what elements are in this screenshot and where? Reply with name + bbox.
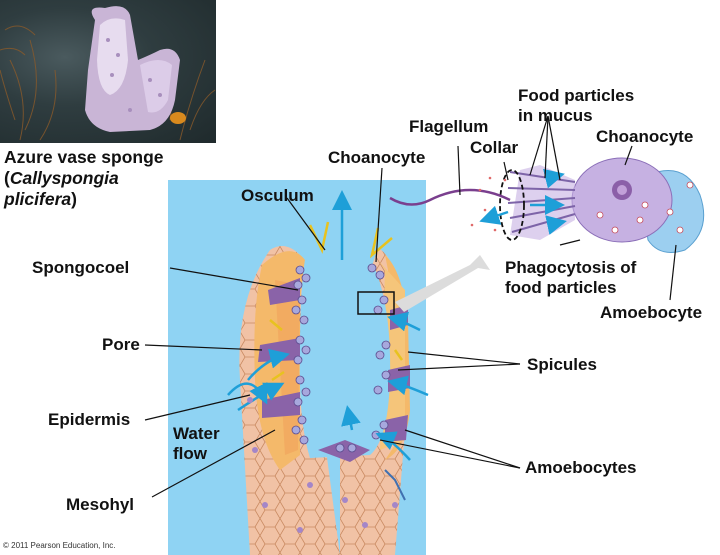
label-amoebocyte: Amoebocyte <box>600 303 703 322</box>
label-food-particles-2: in mucus <box>518 106 593 125</box>
label-collar: Collar <box>470 138 519 157</box>
photo-caption: Azure vase sponge (Callyspongia plicifer… <box>4 147 219 210</box>
label-amoebocytes: Amoebocytes <box>525 458 637 477</box>
inset-choanocyte <box>389 157 705 253</box>
label-phagocytosis-1: Phagocytosis of <box>505 258 637 277</box>
label-spicules: Spicules <box>527 355 597 374</box>
label-water-flow-1: Water <box>173 424 220 443</box>
caption-common-name: Azure vase sponge <box>4 147 164 167</box>
label-food-particles: Food particles in mucus <box>518 86 634 126</box>
label-spongocoel: Spongocoel <box>32 258 130 277</box>
zoom-box <box>357 291 395 315</box>
label-choanocyte: Choanocyte <box>328 148 426 167</box>
caption-scientific-name-2: plicifera) <box>4 189 77 209</box>
label-food-particles-1: Food particles <box>518 86 635 105</box>
spongocoel <box>299 246 391 458</box>
label-pore: Pore <box>102 335 140 354</box>
label-flagellum: Flagellum <box>409 117 489 136</box>
label-choanocyte-inset: Choanocyte <box>596 127 694 146</box>
caption-sci-1: Callyspongia <box>9 168 119 188</box>
label-water-flow-2: flow <box>173 444 207 463</box>
label-water-flow: Water flow <box>173 424 220 464</box>
label-epidermis: Epidermis <box>48 410 131 429</box>
label-phagocytosis: Phagocytosis of food particles <box>505 258 636 298</box>
sponge-photo <box>0 0 216 143</box>
copyright-notice: © 2011 Pearson Education, Inc. <box>3 541 116 550</box>
label-mesohyl: Mesohyl <box>66 495 135 514</box>
label-osculum: Osculum <box>241 186 314 205</box>
leader-lines <box>144 115 677 498</box>
zoom-arrow <box>395 255 490 312</box>
caption-sci-2: plicifera <box>4 189 72 209</box>
label-phagocytosis-2: food particles <box>505 278 617 297</box>
caption-scientific-name: (Callyspongia <box>4 168 119 188</box>
